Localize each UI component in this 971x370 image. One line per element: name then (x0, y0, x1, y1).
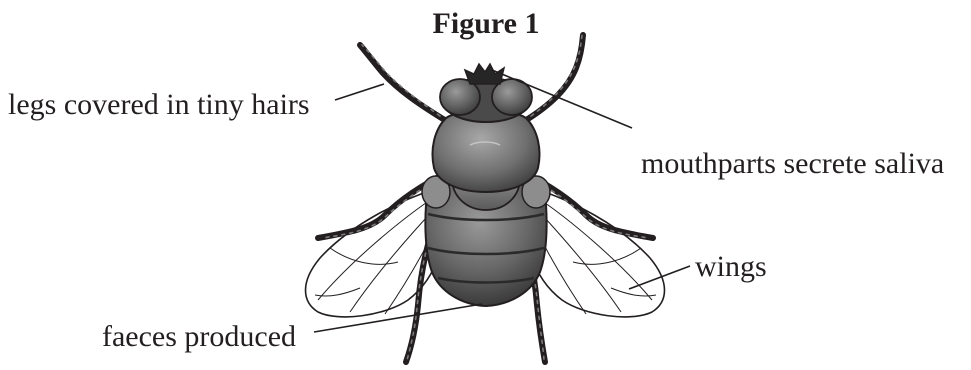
front-right-leg (523, 35, 583, 122)
fly-body (422, 64, 550, 306)
legs-label: legs covered in tiny hairs (8, 88, 310, 121)
mouthparts (465, 64, 504, 84)
mouthparts-label: mouthparts secrete saliva (641, 147, 944, 180)
front-left-leg-hairs (362, 45, 440, 116)
faeces-label: faeces produced (102, 320, 296, 353)
legs-leader-line (335, 84, 384, 100)
figure-title: Figure 1 (433, 7, 540, 40)
wings-label: wings (695, 250, 767, 283)
